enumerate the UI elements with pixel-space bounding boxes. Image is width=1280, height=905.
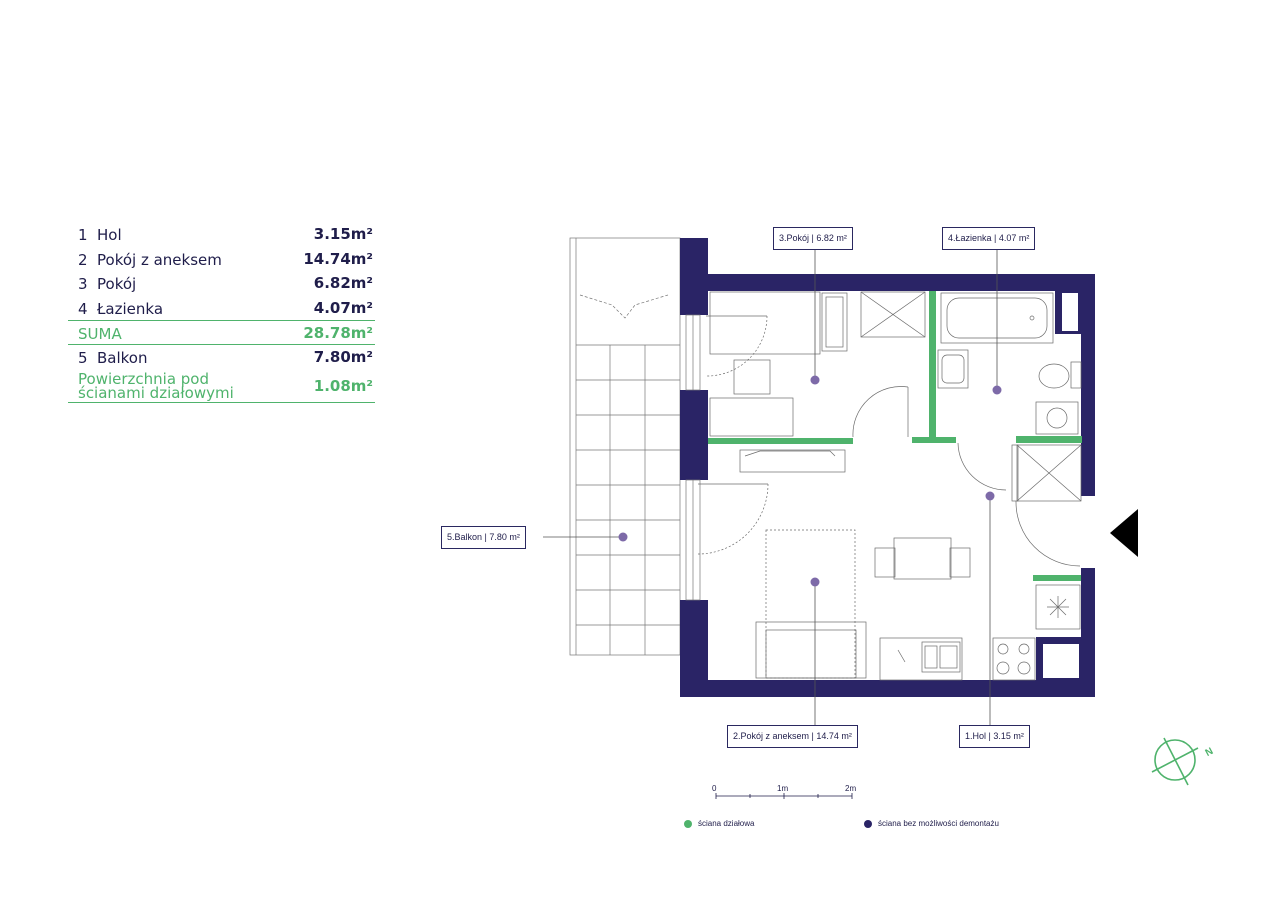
marker-balkon [618,532,628,542]
walls-area: 1.08m² [313,376,373,395]
partition-walls [708,291,1082,581]
scale-label-0: 0 [712,784,717,793]
scale-label-2m: 2m [845,784,857,793]
room-area: 4.07m² [313,298,373,317]
label-lazienka: 4.Łazienka | 4.07 m² [942,227,1036,250]
room-area: 14.74m² [303,249,373,268]
label-pokoj-z-aneksem: 2.Pokój z aneksem | 14.74 m² [727,725,858,748]
room-name: Pokój z aneksem [97,250,222,269]
row-number: 4 [78,299,88,318]
windows [685,314,701,601]
legend-row-pokoj-z-aneksem: 2 Pokój z aneksem 14.74m² [68,247,375,272]
balcony-outline [569,237,681,656]
sum-area: 28.78m² [303,324,373,342]
legend-row-sum: SUMA 28.78m² [68,320,375,345]
compass-letter: N [1204,746,1216,759]
room-name: Pokój [97,275,137,293]
scale-label-1m: 1m [777,784,789,793]
balcony [569,237,681,656]
sum-label: SUMA [78,325,122,343]
room-name: Balkon [97,349,148,367]
marker-aneks [810,577,820,587]
key-structural-wall: ściana bez możliwości demontażu [864,819,999,828]
structural-walls [680,238,1095,697]
row-number: 3 [78,275,88,293]
leader-lines [543,249,998,726]
entrance-arrow-icon [1110,509,1138,557]
legend-row-balkon: 5 Balkon 7.80m² [68,345,375,370]
walls-label: Powierzchnia pod ścianami działowymi [78,369,234,402]
room-area: 6.82m² [313,274,373,292]
marker-lazienka [992,385,1002,395]
label-hol: 1.Hol | 3.15 m² [959,725,1030,748]
key-partition-wall: ściana działowa [684,819,754,828]
room-name: Łazienka [97,299,164,318]
row-number: 1 [78,226,88,244]
legend-row-lazienka: 4 Łazienka 4.07m² [68,296,375,321]
key-structural-label: ściana bez możliwości demontażu [878,819,999,828]
furniture [697,291,1082,681]
row-number: 5 [78,349,88,367]
room-area: 7.80m² [313,348,373,366]
label-balkon: 5.Balkon | 7.80 m² [441,526,526,549]
room-markers [618,375,1002,587]
legend-row-partition-walls: Powierzchnia pod ścianami działowymi 1.0… [68,370,375,403]
room-name: Hol [97,226,122,244]
structural-dot-icon [864,819,872,828]
marker-pokoj [810,375,820,385]
area-legend: 1 Hol 3.15m² 2 Pokój z aneksem 14.74m² 3… [68,222,375,403]
label-pokoj: 3.Pokój | 6.82 m² [773,227,853,250]
marker-hol [985,491,995,501]
compass-icon [1151,737,1199,786]
key-partition-label: ściana działowa [698,819,755,828]
legend-row-hol: 1 Hol 3.15m² [68,222,375,247]
room-area: 3.15m² [313,225,373,243]
partition-dot-icon [684,819,692,828]
row-number: 2 [78,250,88,269]
scale-bar [715,793,853,799]
legend-row-pokoj: 3 Pokój 6.82m² [68,271,375,296]
